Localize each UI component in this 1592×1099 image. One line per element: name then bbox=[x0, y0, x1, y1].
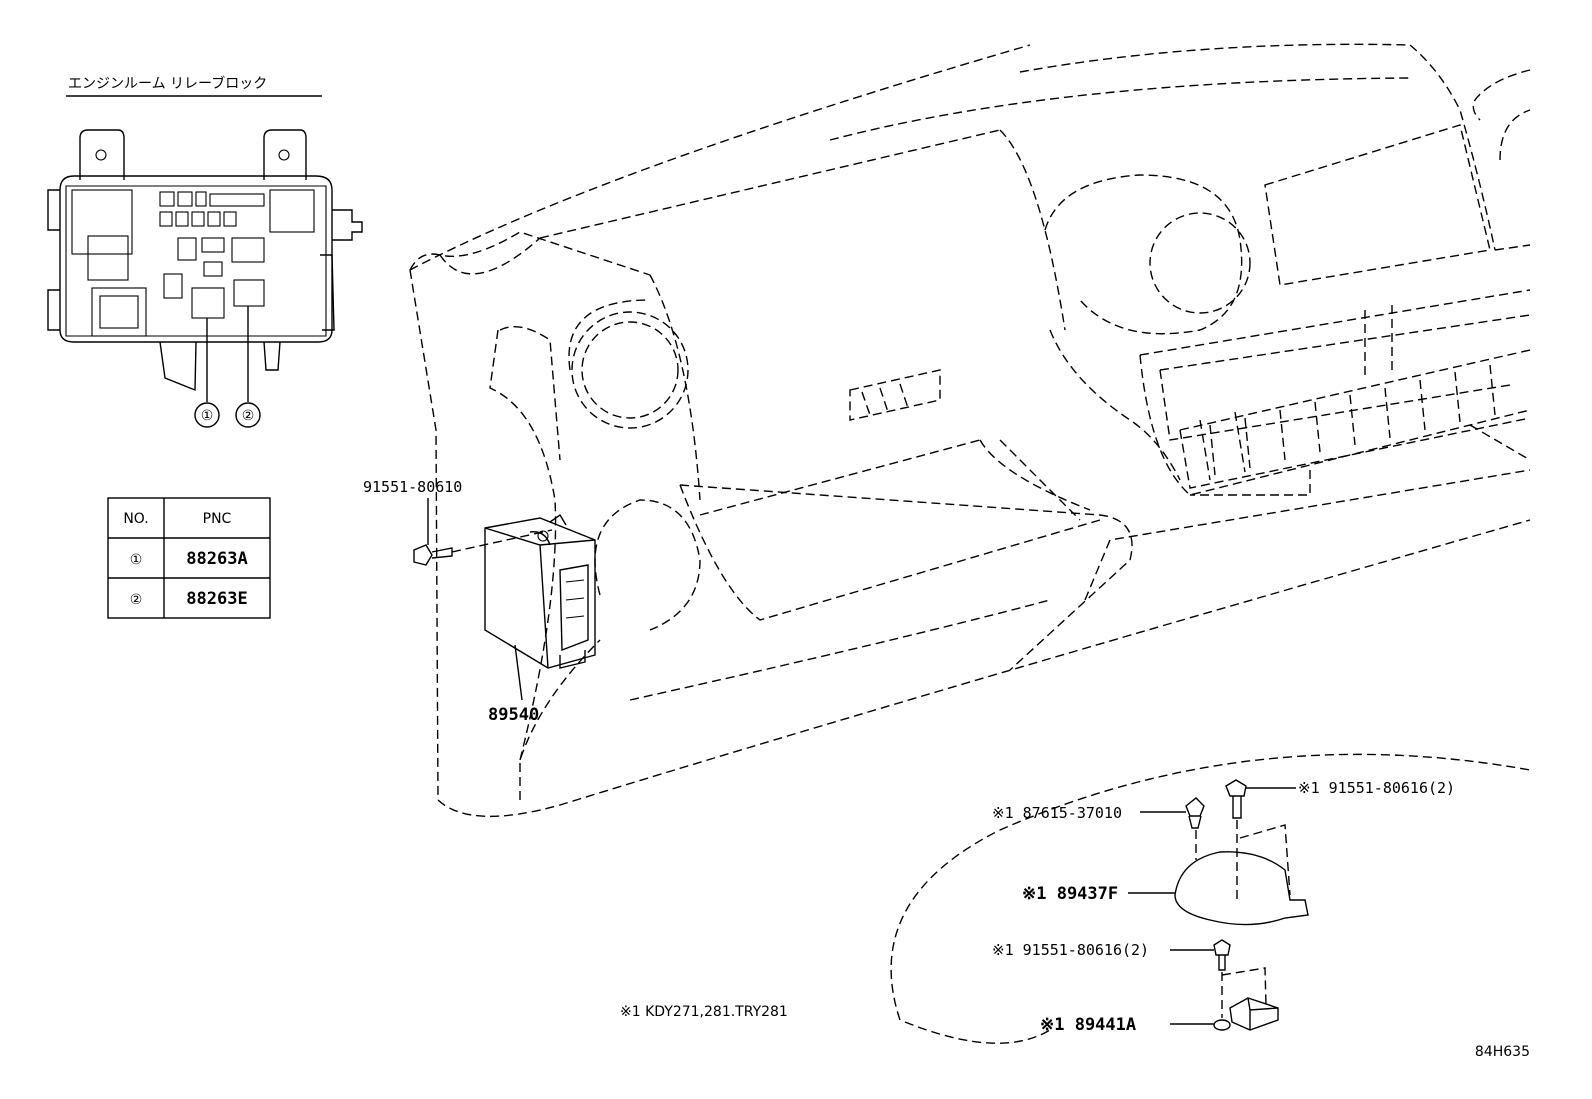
label-91551-80610: 91551-80610 bbox=[363, 478, 462, 496]
label-91551-80616-lower: ※1 91551-80616(2) bbox=[992, 941, 1149, 959]
label-91551-80616-upper: ※1 91551-80616(2) bbox=[1298, 779, 1455, 797]
table-row-2-no: ② bbox=[130, 592, 143, 608]
sensor-icon bbox=[1213, 997, 1279, 1031]
relay-block-illustration: エンジンルーム リレーブロック bbox=[47, 75, 363, 428]
model-footnote: ※1 KDY271,281.TRY281 bbox=[620, 1004, 788, 1020]
relay-block-title: エンジンルーム リレーブロック bbox=[68, 75, 267, 92]
table-row-1-pnc: 88263A bbox=[186, 549, 247, 569]
pnc-table: NO. PNC ① 88263A ② 88263E bbox=[107, 497, 271, 619]
diagram-id: 84H635 bbox=[1475, 1044, 1530, 1060]
label-87615-37010: ※1 87615-37010 bbox=[992, 804, 1122, 822]
bolt-icon bbox=[413, 544, 453, 566]
table-header-pnc: PNC bbox=[203, 511, 232, 527]
label-89441A: ※1 89441A bbox=[1040, 1015, 1136, 1035]
label-89437F: ※1 89437F bbox=[1022, 884, 1118, 904]
callout-1: ① bbox=[201, 408, 214, 424]
bolt-icon bbox=[1225, 779, 1247, 819]
table-row-1-no: ① bbox=[130, 552, 143, 568]
dashboard-illustration bbox=[409, 43, 1531, 817]
ecu-module-illustration: 91551-80610 89540 bbox=[363, 478, 596, 725]
sensor-inset-illustration: ※1 87615-37010 ※1 91551-80616(2) ※1 8943… bbox=[890, 753, 1531, 1044]
callout-2: ② bbox=[242, 408, 255, 424]
bolt-icon bbox=[1213, 939, 1231, 971]
clip-icon bbox=[1185, 797, 1205, 829]
table-header-no: NO. bbox=[123, 511, 148, 527]
table-row-2-pnc: 88263E bbox=[186, 589, 247, 609]
label-89540: 89540 bbox=[488, 705, 539, 725]
